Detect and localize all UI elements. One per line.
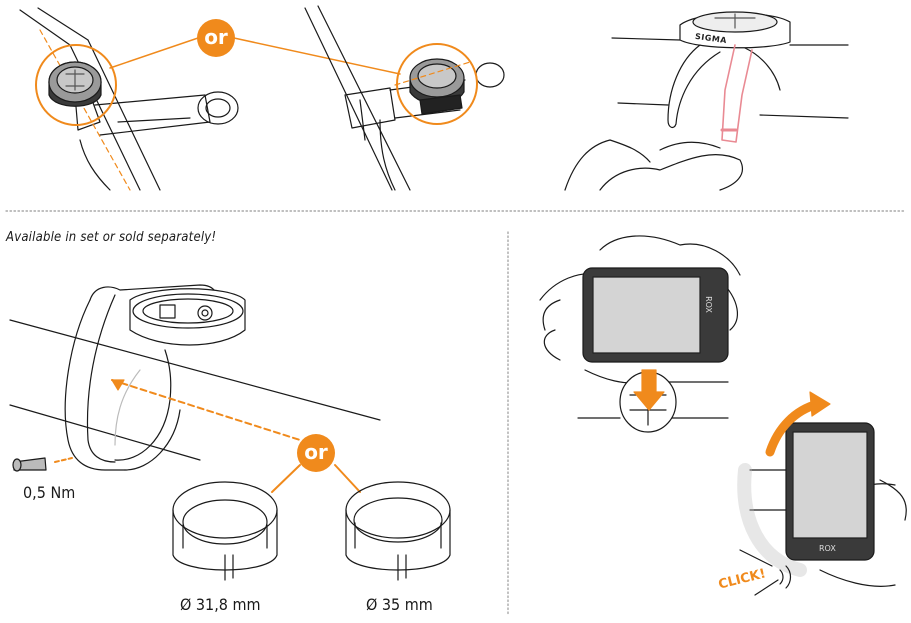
out-front-mount-illustration — [9, 284, 381, 472]
connector-line — [109, 37, 199, 69]
arrowhead — [111, 379, 125, 391]
insertion-arrow — [111, 379, 301, 441]
strap-mount-illustration — [564, 11, 849, 191]
or-badge: or — [297, 434, 335, 472]
or-badge: or — [197, 19, 235, 57]
device-name-label: ROX — [703, 296, 713, 313]
connector-line — [233, 37, 401, 75]
pointer-line — [334, 464, 361, 493]
availability-note: Available in set or sold separately! — [6, 230, 217, 245]
pointer-line — [271, 464, 301, 493]
diameter-large-label: Ø 35 mm — [366, 595, 433, 614]
screw-arrow — [54, 457, 73, 463]
spacer-ring-31-8 — [172, 481, 278, 581]
rotate-arrowhead — [809, 391, 831, 417]
device-name-label: ROX — [819, 544, 836, 553]
device-twist-illustration — [737, 422, 907, 596]
device-attach-illustration — [539, 235, 741, 433]
stem-computer-mount — [48, 61, 102, 107]
highlight-circle-stem — [35, 44, 117, 126]
click-wave — [779, 569, 784, 585]
down-arrow — [633, 369, 665, 411]
click-wave — [785, 565, 792, 589]
torque-label: 0,5 Nm — [23, 483, 76, 502]
handlebar-computer-mount — [394, 58, 471, 115]
highlight-circle-handlebar — [396, 43, 478, 125]
diameter-small-label: Ø 31,8 mm — [180, 595, 261, 614]
spacer-ring-35 — [345, 481, 451, 581]
